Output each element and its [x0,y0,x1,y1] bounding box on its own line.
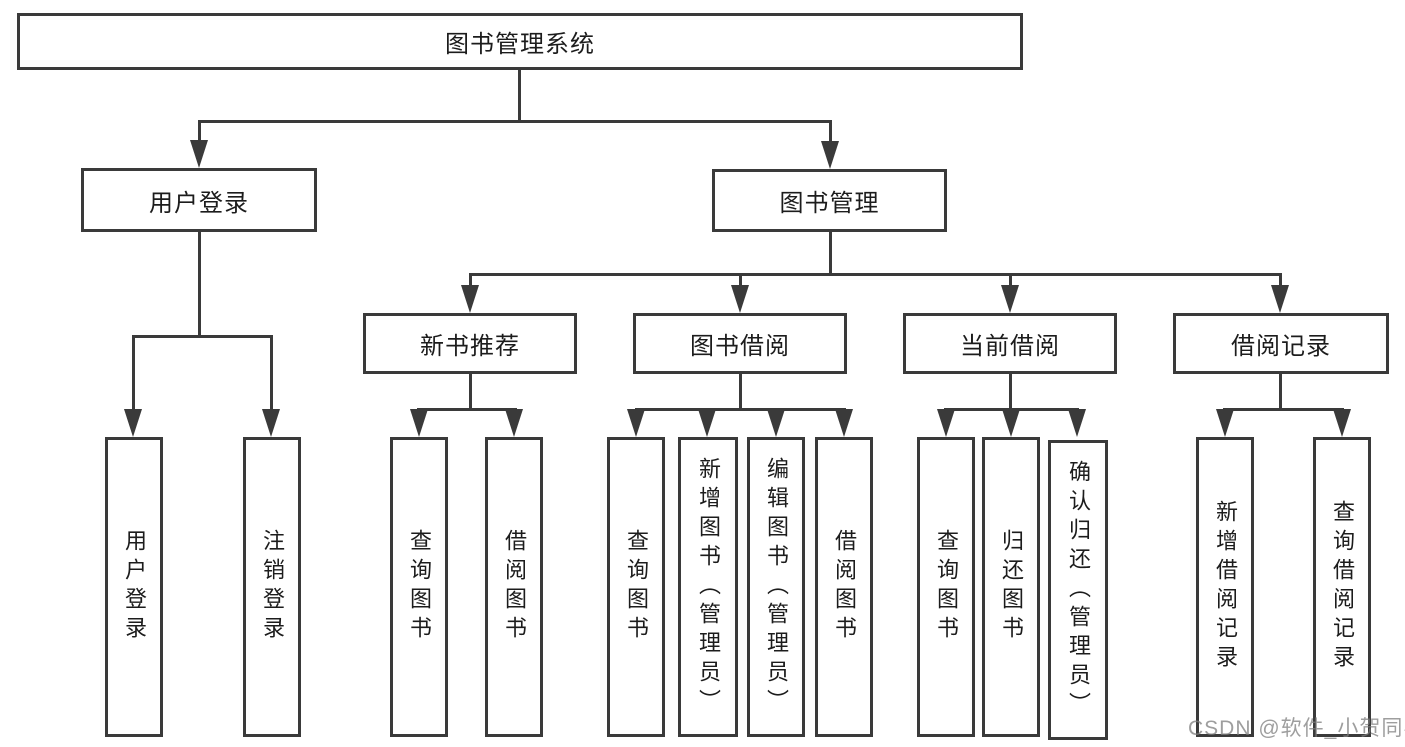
leaf-label: 注销登录 [260,529,285,645]
leaf-label: 编辑图书（管理员） [764,456,789,718]
arrow-down-icon [835,409,853,437]
arrow-down-icon [627,409,645,437]
connector-user-login-stem [198,232,201,338]
arrow-down-icon [698,409,716,437]
node-library-management-system: 图书管理系统 [17,13,1023,70]
leaf-label: 新增借阅记录 [1213,500,1238,674]
connector-level3-bar [469,273,1282,276]
leaf-label: 归还图书 [999,529,1024,645]
leaf-query-books: 查询图书 [390,437,448,737]
arrow-down-icon [767,409,785,437]
arrow-down-icon [1216,409,1234,437]
connector-line [270,335,273,415]
connector-line [1279,273,1282,289]
leaf-user-login: 用户登录 [105,437,163,737]
leaf-label: 新增图书（管理员） [696,456,721,718]
connector-user-login-bar [132,335,273,338]
connector-line [1279,374,1282,411]
arrow-down-icon [410,409,428,437]
arrow-down-icon [461,285,479,313]
node-book-borrowing: 图书借阅 [633,313,847,374]
leaf-label: 查询图书 [934,529,959,645]
node-current-borrowing: 当前借阅 [903,313,1117,374]
leaf-label: 借阅图书 [502,529,527,645]
node-user-login: 用户登录 [81,168,317,232]
connector-line [1009,273,1012,289]
arrow-down-icon [937,409,955,437]
connector-line [829,120,832,146]
arrow-down-icon [505,409,523,437]
arrow-down-icon [1001,285,1019,313]
connector-line [469,374,472,411]
csdn-watermark: CSDN @软件_小贺同学 [1188,717,1405,740]
connector-line [739,374,742,411]
connector-bar [1223,408,1344,411]
node-label: 图书借阅 [690,333,790,360]
leaf-borrow-books: 借阅图书 [815,437,873,737]
node-label: 图书管理 [779,190,880,217]
node-label: 借阅记录 [1231,333,1331,360]
arrow-down-icon [731,285,749,313]
leaf-add-borrow-record: 新增借阅记录 [1196,437,1254,737]
node-label: 当前借阅 [960,333,1060,360]
arrow-down-icon [1068,409,1086,437]
node-label: 新书推荐 [420,333,520,360]
arrow-down-icon [1271,285,1289,313]
arrow-down-icon [190,140,208,168]
connector-bar [635,408,846,411]
arrow-down-icon [1333,409,1351,437]
arrow-down-icon [1002,409,1020,437]
leaf-label: 查询图书 [624,529,649,645]
node-label: 图书管理系统 [445,31,595,58]
leaf-confirm-return-admin: 确认归还（管理员） [1048,440,1108,740]
connector-line [132,335,135,415]
connector-book-mgmt-stem [829,232,832,276]
connector-line [198,120,201,146]
leaf-edit-books-admin: 编辑图书（管理员） [747,437,805,737]
leaf-add-books-admin: 新增图书（管理员） [678,437,738,737]
node-new-book-recommendation: 新书推荐 [363,313,577,374]
node-borrowing-records: 借阅记录 [1173,313,1389,374]
leaf-label: 查询借阅记录 [1330,500,1355,674]
arrow-down-icon [262,409,280,437]
leaf-query-books: 查询图书 [607,437,665,737]
node-label: 用户登录 [149,189,249,217]
arrow-down-icon [124,409,142,437]
leaf-borrow-books: 借阅图书 [485,437,543,737]
leaf-label: 用户登录 [122,529,147,645]
leaf-query-books: 查询图书 [917,437,975,737]
connector-level2-bar [198,120,832,123]
leaf-logout: 注销登录 [243,437,301,737]
leaf-return-books: 归还图书 [982,437,1040,737]
connector-bar [417,408,517,411]
leaf-label: 借阅图书 [832,529,857,645]
connector-line [469,273,472,289]
node-book-management: 图书管理 [712,169,947,232]
leaf-query-borrow-record: 查询借阅记录 [1313,437,1371,737]
leaf-label: 确认归还（管理员） [1066,459,1091,721]
connector-line [1009,374,1012,411]
connector-root-stem [518,70,521,120]
arrow-down-icon [821,141,839,169]
leaf-label: 查询图书 [407,529,432,645]
connector-line [739,273,742,289]
